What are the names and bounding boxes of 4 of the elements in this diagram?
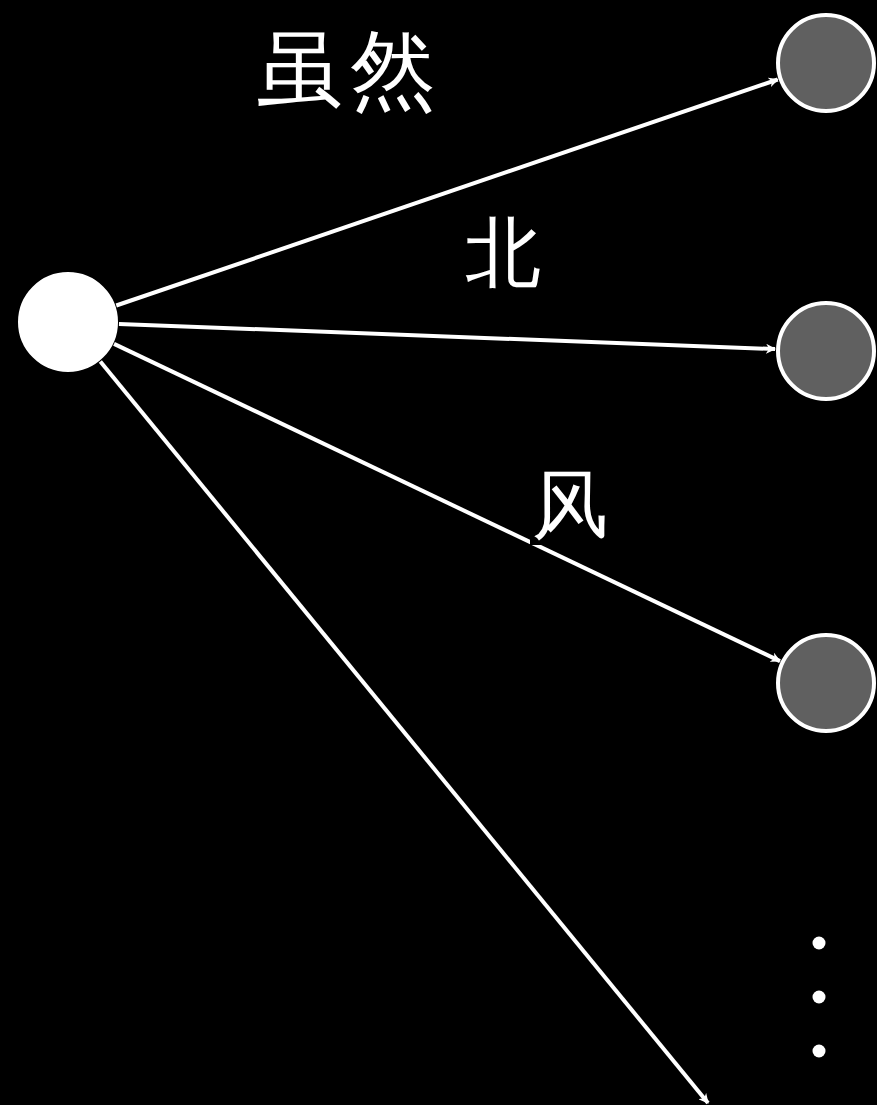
arrow (113, 342, 781, 663)
arrow (98, 360, 710, 1105)
arrow (118, 321, 777, 354)
arrow (115, 77, 779, 308)
